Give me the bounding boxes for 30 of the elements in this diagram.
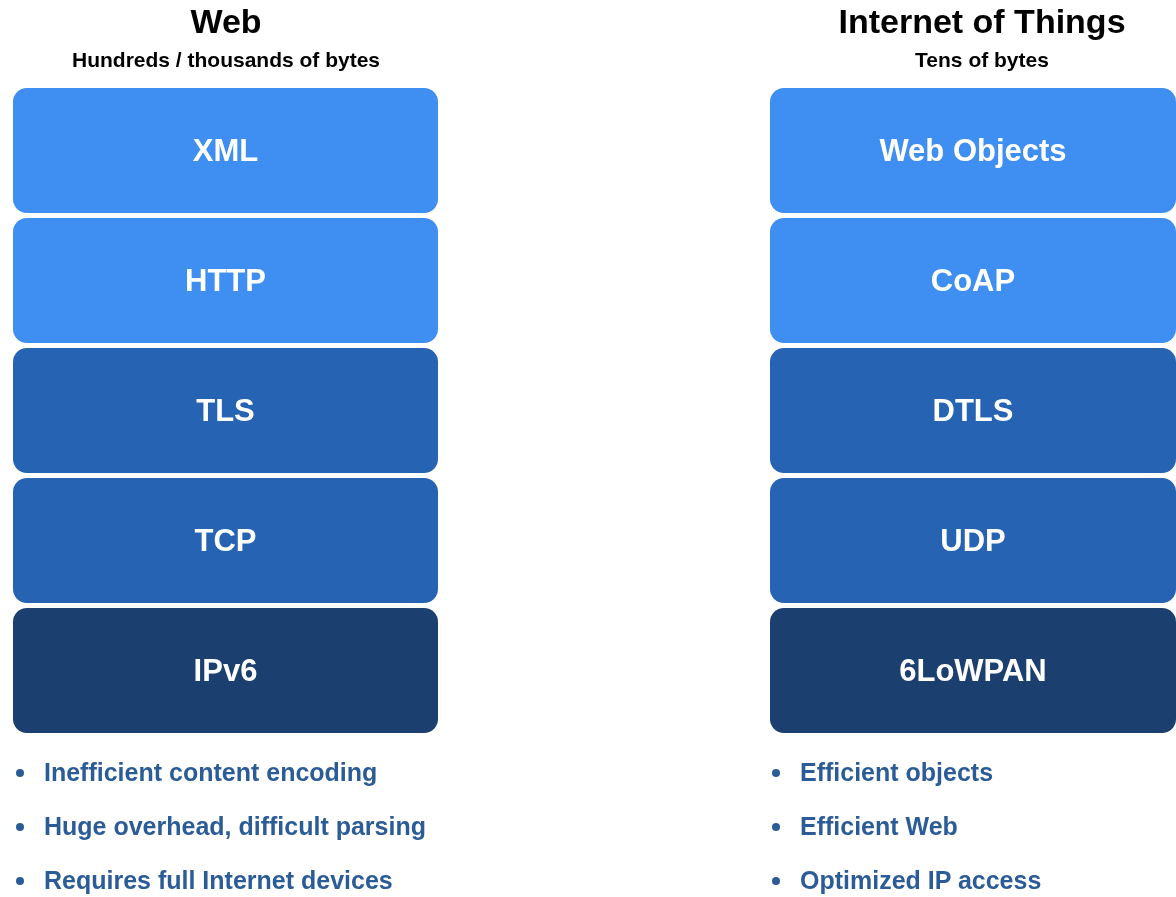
protocol-layer-box (770, 218, 1176, 343)
column-title: Internet of Things (837, 2, 1127, 41)
layer-name: Web Objects (879, 132, 1067, 169)
protocol-layer-box (13, 608, 438, 733)
protocol-layer-box (13, 478, 438, 603)
layer-name: HTTP (185, 262, 266, 299)
bullet-text: Inefficient content encoding (44, 758, 378, 787)
bullet-text: Optimized IP access (800, 866, 1042, 895)
protocol-layer-box (770, 348, 1176, 473)
layer-name: TLS (196, 392, 255, 429)
column-subtitle: Hundreds / thousands of bytes (71, 48, 381, 72)
layer-name: CoAP (930, 262, 1016, 299)
protocol-layer-box (770, 88, 1176, 213)
bullet-text: Huge overhead, difficult parsing (44, 812, 426, 841)
layer-name: DTLS (932, 392, 1014, 429)
column-subtitle: Tens of bytes (914, 48, 1050, 72)
layer-name: UDP (940, 522, 1006, 559)
protocol-layer-box (13, 88, 438, 213)
bullet-text: Efficient Web (800, 812, 958, 841)
layer-name: XML (192, 132, 259, 169)
layer-name: 6LoWPAN (899, 652, 1047, 689)
protocol-layer-box (13, 348, 438, 473)
column-title: Web (189, 2, 263, 41)
layer-name: IPv6 (193, 652, 258, 689)
protocol-layer-box (770, 478, 1176, 603)
protocol-layer-box (13, 218, 438, 343)
layer-name: TCP (194, 522, 257, 559)
bullet-text: Requires full Internet devices (44, 866, 393, 895)
protocol-layer-box (770, 608, 1176, 733)
bullet-text: Efficient objects (800, 758, 994, 787)
